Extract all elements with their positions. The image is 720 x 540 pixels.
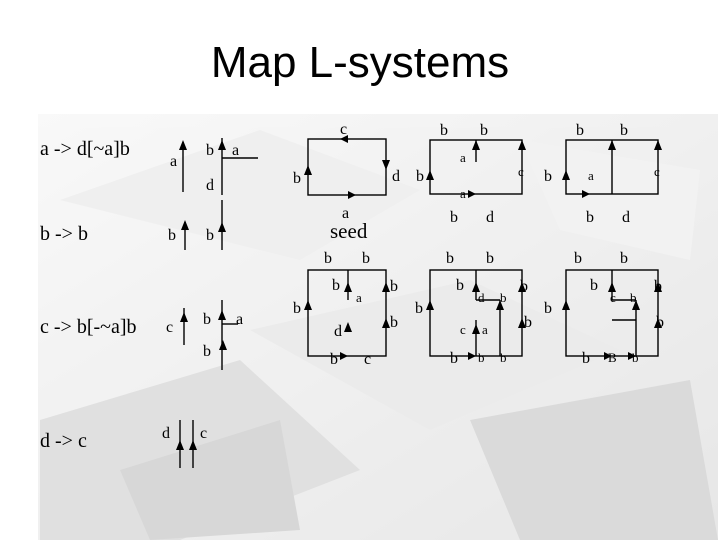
label-b: b bbox=[544, 168, 552, 185]
label-b: b bbox=[590, 277, 598, 294]
seed-map: c d a b seed bbox=[293, 121, 400, 243]
label-b: b bbox=[446, 250, 454, 267]
label-b: b bbox=[632, 350, 639, 365]
label-b: b bbox=[520, 278, 528, 295]
label-b: b bbox=[206, 142, 214, 159]
label-b: b bbox=[450, 350, 458, 367]
label-b: b bbox=[293, 170, 301, 187]
label-b: b bbox=[362, 250, 370, 267]
derivation-step-2: b b b a c b d bbox=[544, 122, 662, 226]
label-b: b bbox=[390, 278, 398, 295]
label-b: b bbox=[544, 300, 552, 317]
label-b: b bbox=[324, 250, 332, 267]
label-b: b bbox=[206, 227, 214, 244]
label-b: b bbox=[415, 300, 423, 317]
label-b: b bbox=[440, 122, 448, 139]
label-a: a bbox=[356, 290, 362, 305]
label-d: d bbox=[334, 323, 342, 340]
label-c: c bbox=[460, 322, 466, 337]
production-c: c b a b bbox=[166, 300, 243, 370]
label-b: b bbox=[524, 314, 532, 331]
production-a-rhs: b a d bbox=[206, 138, 258, 195]
rule-c: c -> b[-~a]b bbox=[40, 316, 137, 338]
seed-label: seed bbox=[330, 219, 368, 243]
label-b: b bbox=[620, 122, 628, 139]
label-b: b bbox=[390, 314, 398, 331]
label-c: c bbox=[610, 290, 616, 305]
label-b: b bbox=[630, 290, 637, 305]
label-b: b bbox=[332, 277, 340, 294]
label-b: b bbox=[480, 122, 488, 139]
derivation-step-1: b b a b c a b d bbox=[416, 122, 526, 226]
rule-d: d -> c bbox=[40, 430, 87, 452]
label-d: d bbox=[392, 168, 400, 185]
label-b: b bbox=[500, 350, 507, 365]
label-b: b bbox=[620, 250, 628, 267]
label-b: b bbox=[654, 278, 662, 295]
label-b: b bbox=[656, 314, 664, 331]
label-b: b bbox=[456, 277, 464, 294]
label-b: b bbox=[293, 300, 301, 317]
label-b: b bbox=[416, 168, 424, 185]
label-b: b bbox=[450, 209, 458, 226]
label-c: c bbox=[654, 164, 660, 179]
label-c: c bbox=[340, 121, 347, 138]
derivation-step-3: b b b b a b b d b c bbox=[293, 250, 398, 368]
diagram-panel: a -> d[~a]b b -> b c -> b[-~a]b d -> c a… bbox=[38, 114, 718, 540]
derivation-step-5: b b b b c b b b b B b bbox=[544, 250, 664, 367]
label-a: a bbox=[482, 322, 488, 337]
label-b: b bbox=[486, 250, 494, 267]
label-b: b bbox=[203, 311, 211, 328]
diagram-canvas: a -> d[~a]b b -> b c -> b[-~a]b d -> c a… bbox=[38, 114, 718, 540]
rule-b: b -> b bbox=[40, 223, 88, 245]
label-d: d bbox=[486, 209, 494, 226]
label-B: B bbox=[608, 350, 617, 365]
derivation-step-4: b b b b d b b b c a b b b bbox=[415, 250, 532, 367]
rule-a: a -> d[~a]b bbox=[40, 138, 130, 160]
label-b: b bbox=[168, 227, 176, 244]
production-d: d c bbox=[162, 420, 207, 468]
label-b: b bbox=[203, 343, 211, 360]
production-a-lhs: a bbox=[170, 140, 187, 192]
label-c: c bbox=[200, 425, 207, 442]
production-b: b b bbox=[168, 200, 226, 250]
label-b: b bbox=[574, 250, 582, 267]
label-d: d bbox=[206, 177, 214, 194]
label-d: d bbox=[622, 209, 630, 226]
label-b: b bbox=[582, 350, 590, 367]
label-a: a bbox=[342, 205, 349, 222]
label-c: c bbox=[518, 164, 524, 179]
label-b: b bbox=[478, 350, 485, 365]
label-a: a bbox=[460, 150, 466, 165]
label-a: a bbox=[460, 186, 466, 201]
label-b: b bbox=[330, 351, 338, 368]
label-d: d bbox=[162, 425, 170, 442]
label-a: a bbox=[588, 168, 594, 183]
label-c: c bbox=[364, 351, 371, 368]
label-b: b bbox=[576, 122, 584, 139]
label-a: a bbox=[170, 153, 177, 170]
label-c: c bbox=[166, 319, 173, 336]
label-b: b bbox=[500, 290, 507, 305]
background-texture bbox=[38, 114, 718, 540]
label-b: b bbox=[586, 209, 594, 226]
slide-title: Map L-systems bbox=[210, 38, 510, 87]
label-a: a bbox=[232, 142, 239, 159]
label-d: d bbox=[478, 290, 485, 305]
label-a: a bbox=[236, 311, 243, 328]
